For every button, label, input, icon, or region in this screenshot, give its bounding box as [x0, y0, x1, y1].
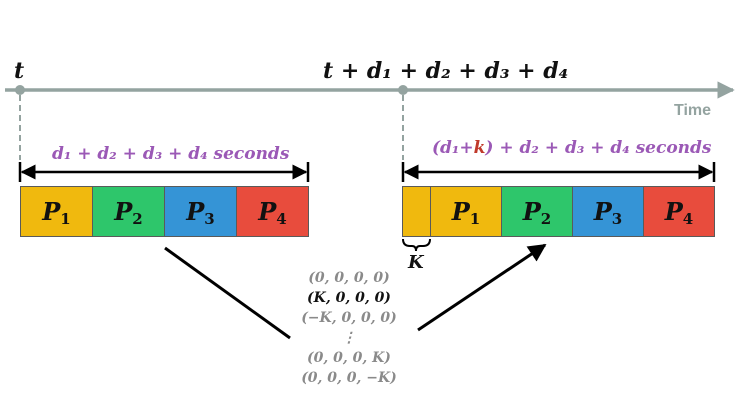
output-arrow	[417, 243, 547, 332]
right-segment-label: P1	[451, 197, 481, 228]
offset-brace	[402, 238, 431, 252]
perturbation-vector: (−K, 0, 0, 0)	[301, 310, 397, 326]
left-segment-label: P2	[114, 197, 143, 228]
perturbation-list: (0, 0, 0, 0) (K, 0, 0, 0) (−K, 0, 0, 0) ⋮ (0…	[290, 268, 408, 388]
offset-segment	[402, 186, 431, 237]
perturbation-vector: (K, 0, 0, 0)	[307, 290, 391, 306]
right-segment-label: P4	[664, 197, 694, 228]
right-segment-p4: P4	[643, 186, 715, 237]
input-line	[164, 246, 291, 340]
duration-k: k	[473, 138, 486, 158]
right-segment-p3: P3	[572, 186, 644, 237]
right-segment-p1: P1	[430, 186, 502, 237]
offset-label: K	[408, 252, 424, 273]
perturbation-vector: (0, 0, 0, 0)	[308, 270, 390, 286]
right-segment-p2: P2	[501, 186, 573, 237]
left-segment-label: P1	[42, 197, 71, 228]
tick-right-dot	[398, 85, 408, 95]
left-segment-p4: P4	[236, 186, 309, 237]
axis-label: Time	[674, 102, 712, 119]
left-segment-p1: P1	[20, 186, 93, 237]
perturbation-vector: ⋮	[342, 330, 356, 346]
right-duration-label: (d₁+k) + d₂ + d₃ + d₄ seconds	[432, 138, 712, 158]
perturbation-vector: (0, 0, 0, K)	[307, 350, 391, 366]
tick-left-label: t	[14, 58, 25, 84]
left-segment-label: P4	[258, 197, 287, 228]
tick-left-dot	[15, 85, 25, 95]
left-duration-label: d₁ + d₂ + d₃ + d₄ seconds	[52, 144, 290, 164]
right-segment-label: P3	[593, 197, 623, 228]
tick-right-label: t + d₁ + d₂ + d₃ + d₄	[323, 58, 569, 84]
perturbation-vector: (0, 0, 0, −K)	[301, 370, 397, 386]
right-segment-label: P2	[522, 197, 552, 228]
left-segment-p2: P2	[92, 186, 165, 237]
left-segment-label: P3	[186, 197, 215, 228]
left-segment-p3: P3	[164, 186, 237, 237]
